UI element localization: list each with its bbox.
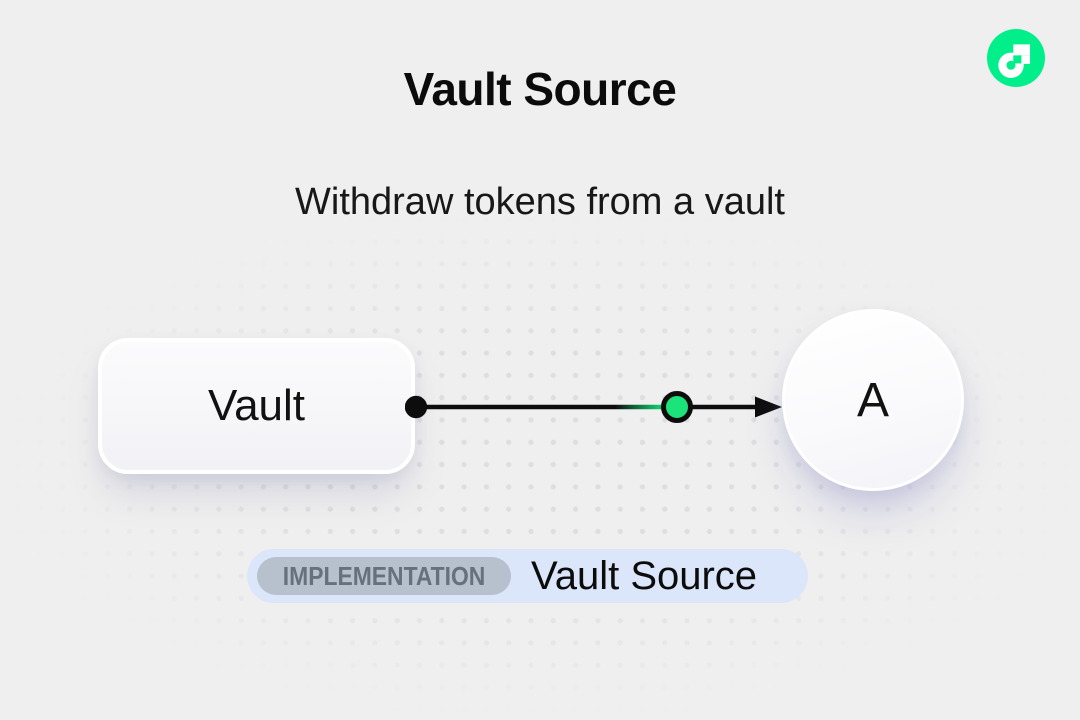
vault-node: Vault xyxy=(98,338,415,474)
flow-arrow xyxy=(405,391,782,423)
account-node: A xyxy=(782,309,964,491)
flow-logo-icon xyxy=(987,29,1045,87)
arrowhead xyxy=(755,396,782,418)
implementation-name: Vault Source xyxy=(531,553,758,598)
page-subtitle: Withdraw tokens from a vault xyxy=(295,181,785,223)
implementation-tag-pill: IMPLEMENTATION xyxy=(257,557,511,595)
account-node-label: A xyxy=(856,373,889,427)
implementation-badge: IMPLEMENTATION Vault Source xyxy=(247,549,808,603)
flow-marker-dot xyxy=(661,391,693,423)
page-title: Vault Source xyxy=(403,63,677,115)
implementation-tag-label: IMPLEMENTATION xyxy=(282,560,486,591)
vault-node-label: Vault xyxy=(207,381,306,430)
arrow-start-dot xyxy=(405,395,428,419)
